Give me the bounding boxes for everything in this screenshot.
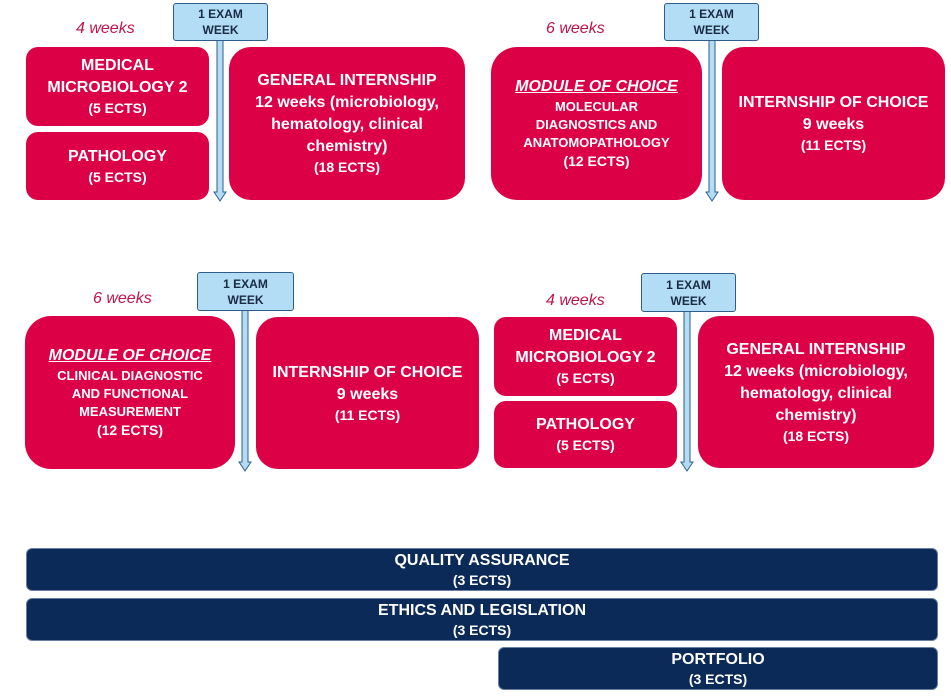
q2-exam-arrow <box>705 39 719 202</box>
q2-moc-ects: (12 ECTS) <box>563 153 630 169</box>
q2-exam-week-box: 1 EXAM WEEK <box>664 3 759 41</box>
q4-gi-title: GENERAL INTERNSHIP <box>726 340 906 358</box>
ethics-legislation-bar: ETHICS AND LEGISLATION (3 ECTS) <box>26 598 938 641</box>
q1-gi-line4: chemistry) <box>306 138 388 155</box>
portfolio-title: PORTFOLIO <box>671 650 765 668</box>
q4-exam-arrow <box>680 309 694 472</box>
q2-exam-line2: WEEK <box>693 23 730 37</box>
q2-exam-line1: 1 EXAM <box>689 7 734 21</box>
q3-weeks-label: 6 weeks <box>93 290 152 307</box>
q3-exam-week-box: 1 EXAM WEEK <box>197 272 294 311</box>
q2-ioc-title: INTERNSHIP OF CHOICE <box>738 94 929 111</box>
q3-module-of-choice-box: MODULE OF CHOICE CLINICAL DIAGNOSTIC AND… <box>25 316 235 469</box>
q4-gi-ects: (18 ECTS) <box>782 427 850 444</box>
q4-gi-line4: chemistry) <box>775 406 857 424</box>
q4-general-internship-box: GENERAL INTERNSHIP 12 weeks (microbiolog… <box>698 316 934 468</box>
q1-path-title: PATHOLOGY <box>68 147 167 165</box>
q1-exam-line1: 1 EXAM <box>198 7 243 21</box>
q2-moc-title: MODULE OF CHOICE <box>515 78 678 95</box>
q4-medical-microbiology-box: MEDICAL MICROBIOLOGY 2 (5 ECTS) <box>494 317 677 396</box>
q2-ioc-weeks: 9 weeks <box>802 116 865 133</box>
q1-exam-line2: WEEK <box>202 23 239 37</box>
q3-moc-line4: MEASUREMENT <box>79 404 181 419</box>
q4-path-title: PATHOLOGY <box>536 416 635 433</box>
q1-path-ects: (5 ECTS) <box>88 168 147 185</box>
q4-gi-line2: 12 weeks (microbiology, <box>724 362 908 380</box>
q3-internship-of-choice-box: INTERNSHIP OF CHOICE 9 weeks (11 ECTS) <box>256 317 479 469</box>
q1-medical-microbiology-box: MEDICAL MICROBIOLOGY 2 (5 ECTS) <box>26 47 209 126</box>
ethics-legislation-ects: (3 ECTS) <box>452 621 512 638</box>
q2-ioc-ects: (11 ECTS) <box>800 137 867 153</box>
q3-moc-title: MODULE OF CHOICE <box>48 347 212 364</box>
q1-gi-title: GENERAL INTERNSHIP <box>257 72 437 89</box>
q4-exam-line1: 1 EXAM <box>666 277 711 292</box>
q4-path-ects: (5 ECTS) <box>556 437 615 453</box>
q3-exam-arrow <box>238 309 252 472</box>
q1-gi-line2: 12 weeks (microbiology, <box>255 94 439 111</box>
q4-mm-title1: MEDICAL <box>549 327 622 344</box>
q1-mm-title2: MICROBIOLOGY 2 <box>47 79 188 96</box>
q1-weeks-label: 4 weeks <box>76 20 135 37</box>
q4-mm-ects: (5 ECTS) <box>556 370 615 386</box>
ethics-legislation-title: ETHICS AND LEGISLATION <box>378 601 586 619</box>
q1-mm-ects: (5 ECTS) <box>88 100 147 116</box>
q2-weeks-label: 6 weeks <box>546 20 605 37</box>
q2-moc-line3: DIAGNOSTICS AND <box>535 117 658 132</box>
q2-module-of-choice-box: MODULE OF CHOICE MOLECULAR DIAGNOSTICS A… <box>491 47 702 200</box>
q1-general-internship-box: GENERAL INTERNSHIP 12 weeks (microbiolog… <box>229 47 465 200</box>
q3-moc-line3: AND FUNCTIONAL <box>71 386 189 401</box>
q4-pathology-box: PATHOLOGY (5 ECTS) <box>494 401 677 468</box>
q2-moc-line4: ANATOMOPATHOLOGY <box>523 135 670 150</box>
q1-gi-line3: hematology, clinical <box>271 116 423 133</box>
q3-ioc-ects: (11 ECTS) <box>334 406 401 423</box>
q3-exam-line1: 1 EXAM <box>223 276 268 291</box>
q3-ioc-title: INTERNSHIP OF CHOICE <box>272 363 463 381</box>
q1-exam-arrow <box>213 39 227 202</box>
q4-weeks-label: 4 weeks <box>546 292 605 309</box>
q4-gi-line3: hematology, clinical <box>740 384 892 402</box>
q2-internship-of-choice-box: INTERNSHIP OF CHOICE 9 weeks (11 ECTS) <box>722 47 945 200</box>
q2-moc-line2: MOLECULAR <box>554 99 639 114</box>
q1-mm-title1: MEDICAL <box>81 57 154 74</box>
quality-assurance-bar: QUALITY ASSURANCE (3 ECTS) <box>26 548 938 591</box>
q4-exam-line2: WEEK <box>670 293 707 308</box>
q4-exam-week-box: 1 EXAM WEEK <box>641 273 736 312</box>
q3-moc-ects: (12 ECTS) <box>96 422 164 438</box>
q1-exam-week-box: 1 EXAM WEEK <box>173 3 268 41</box>
q3-ioc-weeks: 9 weeks <box>336 385 399 403</box>
q4-mm-title2: MICROBIOLOGY 2 <box>515 349 656 366</box>
quality-assurance-title: QUALITY ASSURANCE <box>394 551 570 569</box>
q3-moc-line2: CLINICAL DIAGNOSTIC <box>57 368 203 383</box>
q1-pathology-box: PATHOLOGY (5 ECTS) <box>26 132 209 200</box>
quality-assurance-ects: (3 ECTS) <box>452 571 512 588</box>
q3-exam-line2: WEEK <box>227 292 264 307</box>
portfolio-bar: PORTFOLIO (3 ECTS) <box>498 647 938 690</box>
portfolio-ects: (3 ECTS) <box>688 670 748 687</box>
q1-gi-ects: (18 ECTS) <box>313 159 381 175</box>
